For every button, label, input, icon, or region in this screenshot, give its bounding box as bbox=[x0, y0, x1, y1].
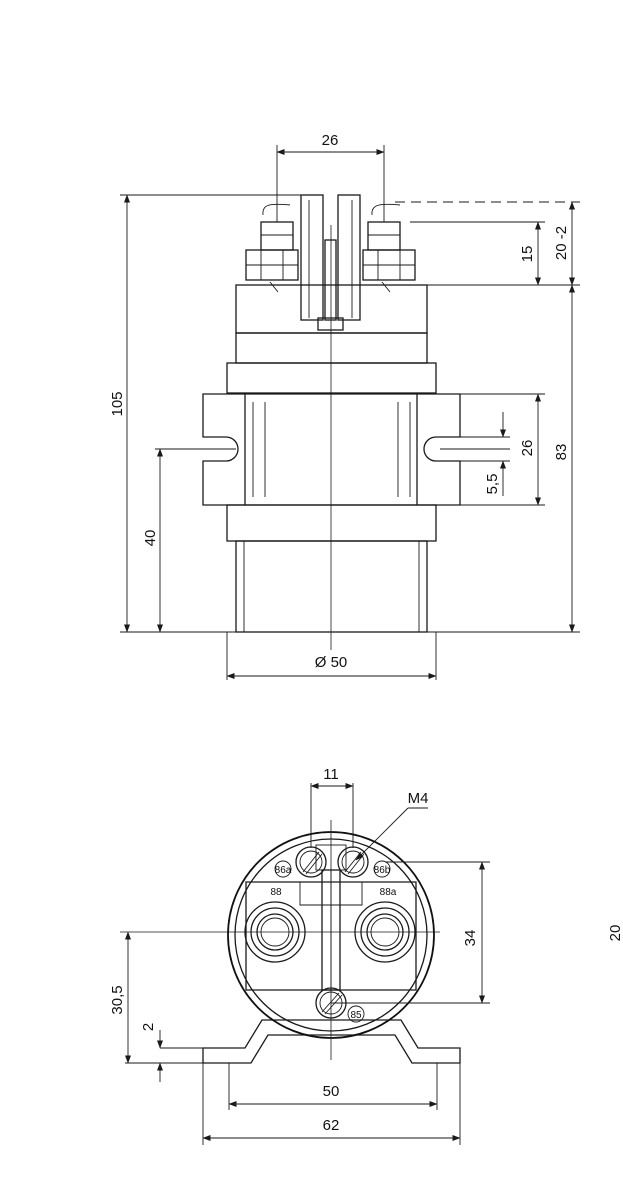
dim-inner-width: 50 bbox=[323, 1083, 340, 1100]
label-86a: 86a bbox=[275, 865, 292, 876]
bolt-right bbox=[362, 203, 416, 293]
cap-upper bbox=[235, 284, 428, 334]
dim-slot-width: 5,5 bbox=[484, 474, 501, 495]
dim-body-height: 83 bbox=[553, 444, 570, 461]
dim-thread: M4 bbox=[408, 790, 429, 807]
dim-main-terminal-spacing: 34 bbox=[462, 930, 479, 947]
label-85: 85 bbox=[350, 1010, 362, 1021]
cap-plate bbox=[245, 881, 417, 991]
label-86b: 86b bbox=[374, 865, 391, 876]
terminal-86a-screw bbox=[295, 846, 327, 878]
dim-terminal-height: 15 bbox=[519, 246, 536, 263]
dim-terminal-spacing: 26 bbox=[322, 132, 339, 149]
base-plate bbox=[202, 1019, 461, 1064]
housing-lower bbox=[226, 504, 437, 542]
dim-slot-spacing: 26 bbox=[519, 440, 536, 457]
coil-body bbox=[235, 540, 428, 633]
side-view: 26 105 40 15 20 -2 83 26 5,5 Ø 50 bbox=[109, 132, 580, 680]
label-88: 88 bbox=[270, 887, 282, 898]
top-view: 86a 86b 88 88a 85 11 M4 34 30,5 bbox=[109, 766, 490, 1145]
dim-outer-width: 62 bbox=[323, 1117, 340, 1134]
terminal-blades bbox=[300, 194, 361, 331]
dim-diameter: Ø 50 bbox=[315, 654, 348, 671]
dim-terminal-total: 20 -2 bbox=[553, 226, 570, 260]
dim-mount-height: 40 bbox=[142, 530, 159, 547]
terminal-86b-screw bbox=[337, 846, 369, 878]
dim-small-terminal-spacing: 11 bbox=[323, 766, 339, 783]
cap-lower bbox=[235, 332, 428, 364]
mounting-bracket bbox=[202, 393, 461, 506]
edge-mark: 20 bbox=[607, 925, 623, 942]
dim-overall-height: 105 bbox=[109, 391, 126, 416]
dim-base-thickness: 2 bbox=[140, 1023, 157, 1031]
housing-collar bbox=[226, 362, 437, 394]
bolt-left bbox=[245, 203, 299, 293]
label-88a: 88a bbox=[380, 887, 397, 898]
dim-center-height: 30,5 bbox=[109, 985, 126, 1014]
